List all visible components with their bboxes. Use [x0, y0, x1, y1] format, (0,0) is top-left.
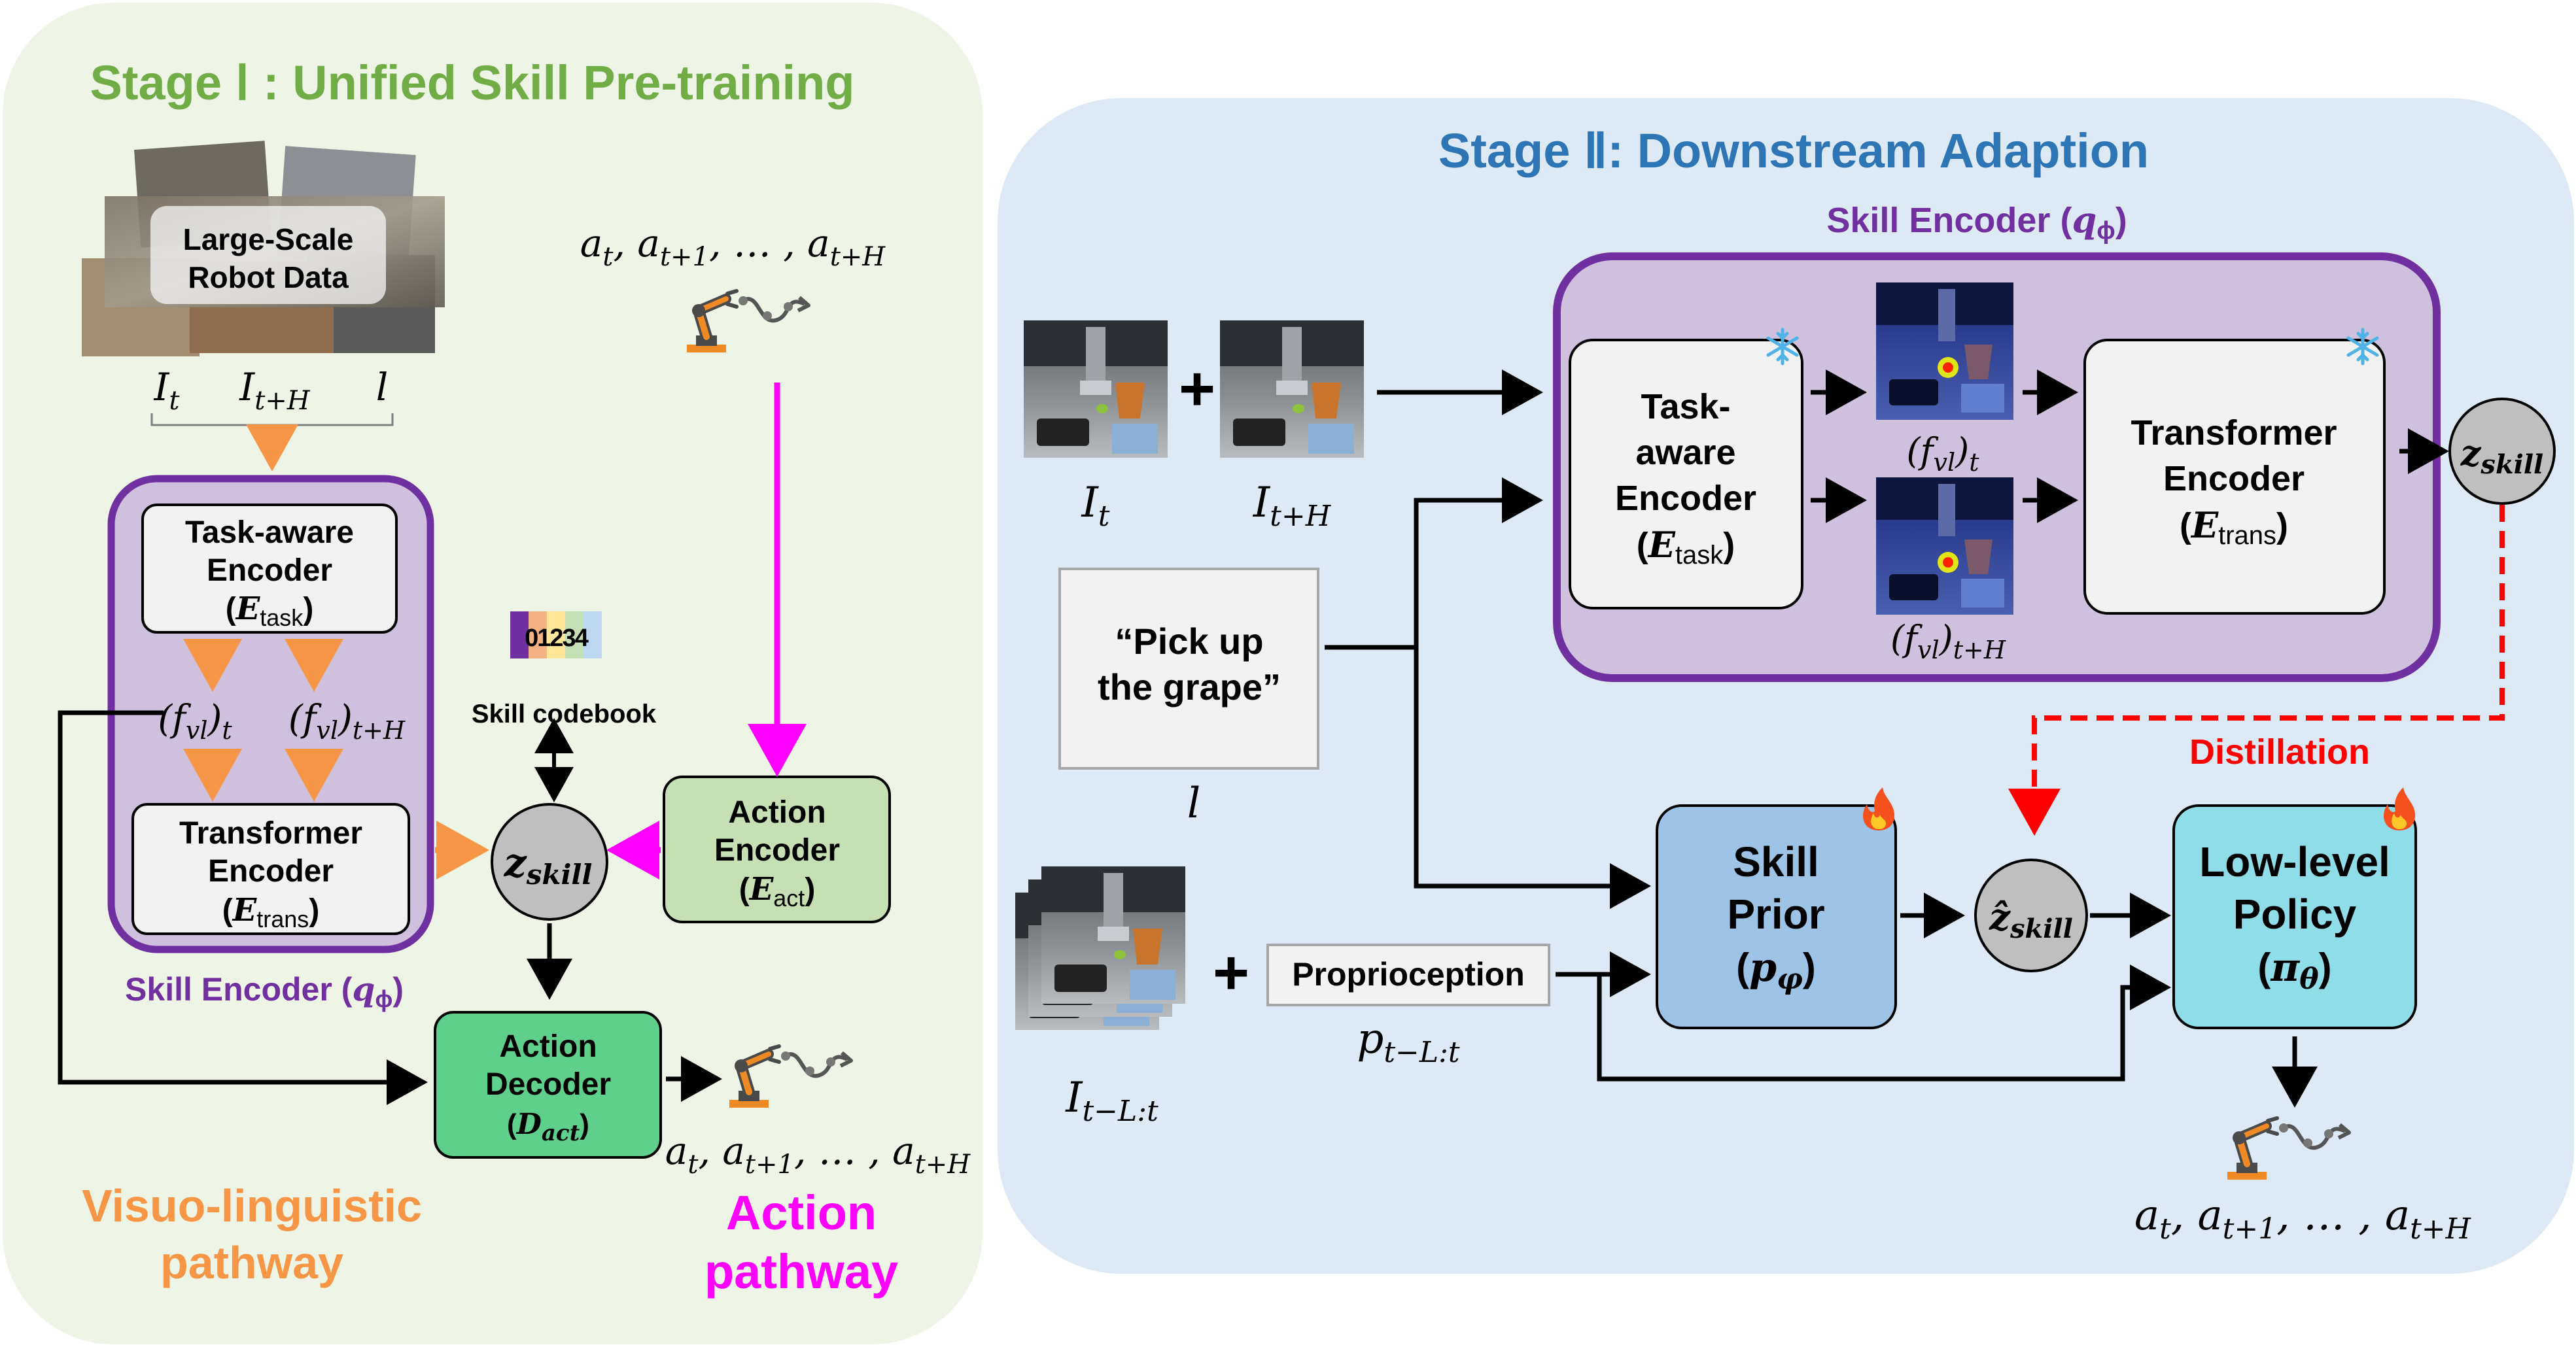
stage2-input-it: It [1081, 479, 1110, 533]
heatmap-t-image [1876, 282, 2013, 420]
distillation-label: Distillation [2189, 732, 2370, 772]
instruction-line2: the grape” [1098, 666, 1281, 708]
instruction-sym: l [1187, 779, 1200, 828]
stage1-input-it: It [154, 365, 181, 416]
plus-sign-1: + [1179, 354, 1215, 424]
codebook-label: Skill codebook [472, 700, 657, 728]
stage1-title: Stage Ⅰ : Unified Skill Pre-training [90, 56, 854, 110]
low-level-policy [2172, 804, 2417, 1029]
observation-ith-image [1220, 320, 1364, 458]
stage1-task-encoder-line1: Task-aware [185, 515, 354, 550]
stage2-task-encoder-line3: Encoder [1615, 479, 1756, 518]
stage2-z-skill [2448, 398, 2556, 505]
stage1-actions-top: at, at+1, … , at+H [580, 221, 886, 272]
stage2-trans-encoder-line2: Encoder [2163, 459, 2305, 498]
stage1-input-l: l [376, 365, 389, 409]
robot-data-label-1: Large-Scale [183, 222, 354, 256]
history-image-stack [1015, 866, 1185, 1030]
stage2-zhat-skill [1974, 859, 2088, 972]
stage1-z-skill-label: zskill [504, 840, 593, 891]
low-level-sym: (πθ) [2257, 945, 2331, 996]
plus-sign-2: + [1213, 938, 1249, 1008]
stage1-panel: Stage Ⅰ : Unified Skill Pre-training Lar… [3, 3, 983, 1344]
stage2-fvl-t: (fvl)t [1906, 430, 1979, 477]
skill-prior [1656, 804, 1897, 1029]
stage1-trans-encoder-line1: Transformer [179, 816, 362, 851]
stage1-fvl-th: (fvl)t+H [288, 698, 406, 745]
stage1-actions-out: at, at+1, … , at+H [665, 1129, 971, 1180]
action-pathway-line1: Action [726, 1186, 877, 1240]
stage1-input-ith: It+H [239, 365, 311, 416]
visuo-pathway-line2: pathway [160, 1237, 343, 1288]
action-encoder-line2: Encoder [714, 833, 840, 868]
instruction-box [1058, 568, 1319, 770]
stage2-trans-encoder [2083, 339, 2386, 615]
stage2-zhat-skill-label: ẑskill [1989, 896, 2073, 944]
action-decoder [434, 1011, 662, 1159]
visuo-pathway-line1: Visuo-linguistic [82, 1180, 422, 1231]
stage1-skill-encoder: Task-aware Encoder (Etask) (fvl)t (fvl)t… [107, 475, 434, 953]
stage2-skill-encoder-title: Skill Encoder (qϕ) [1826, 199, 2127, 245]
stage2-z-skill-label: zskill [2460, 432, 2544, 480]
action-pathway-line2: pathway [705, 1244, 898, 1299]
stage2-panel: Stage Ⅱ: Downstream Adaption Skill Encod… [998, 98, 2574, 1274]
stage2-trans-encoder-line1: Transformer [2131, 413, 2337, 453]
stage1-trans-encoder-line2: Encoder [208, 854, 334, 889]
robot-data-label-2: Robot Data [188, 260, 349, 294]
heatmap-th-image [1876, 477, 2013, 615]
action-decoder-line2: Decoder [485, 1067, 611, 1102]
stage1-trans-encoder-sym: (Etrans) [222, 892, 320, 932]
stage2-task-encoder-line2: aware [1635, 433, 1735, 472]
action-encoder-sym: (Eact) [739, 871, 816, 912]
proprio-sym: pt−L:t [1357, 1015, 1460, 1069]
stage2-task-encoder-line1: Task- [1641, 387, 1730, 426]
action-encoder [663, 776, 891, 923]
stage1-task-encoder [141, 504, 398, 634]
skill-prior-line2: Prior [1727, 891, 1824, 938]
stage2-task-encoder-sym: (Etask) [1637, 524, 1735, 570]
action-encoder-line1: Action [728, 795, 826, 830]
stage2-history-label: It−L:t [1065, 1074, 1158, 1128]
stage2-title: Stage Ⅱ: Downstream Adaption [1438, 124, 2149, 178]
skill-prior-line1: Skill [1733, 838, 1819, 885]
stage2-fvl-th: (fvl)t+H [1890, 618, 2006, 664]
stage1-task-encoder-line2: Encoder [207, 553, 332, 588]
codebook-digits: 01234 [525, 624, 589, 652]
stage1-trans-encoder [131, 803, 410, 935]
instruction-line1: “Pick up [1115, 621, 1263, 662]
robot-data-collage: Large-Scale Robot Data [82, 141, 445, 356]
proprioception-box [1266, 944, 1550, 1006]
proprioception-label: Proprioception [1292, 956, 1525, 993]
stage2-task-encoder [1569, 339, 1803, 609]
stage1-skill-encoder-label: Skill Encoder (qϕ) [125, 970, 404, 1012]
low-level-line1: Low-level [2199, 838, 2390, 885]
skill-prior-sym: (pφ) [1736, 945, 1816, 996]
action-decoder-line1: Action [499, 1029, 597, 1064]
stage2-actions-out: at, at+1, … , at+H [2134, 1191, 2472, 1246]
stage2-input-ith: It+H [1253, 479, 1332, 533]
observation-it-image [1024, 320, 1168, 458]
low-level-line2: Policy [2233, 891, 2357, 938]
